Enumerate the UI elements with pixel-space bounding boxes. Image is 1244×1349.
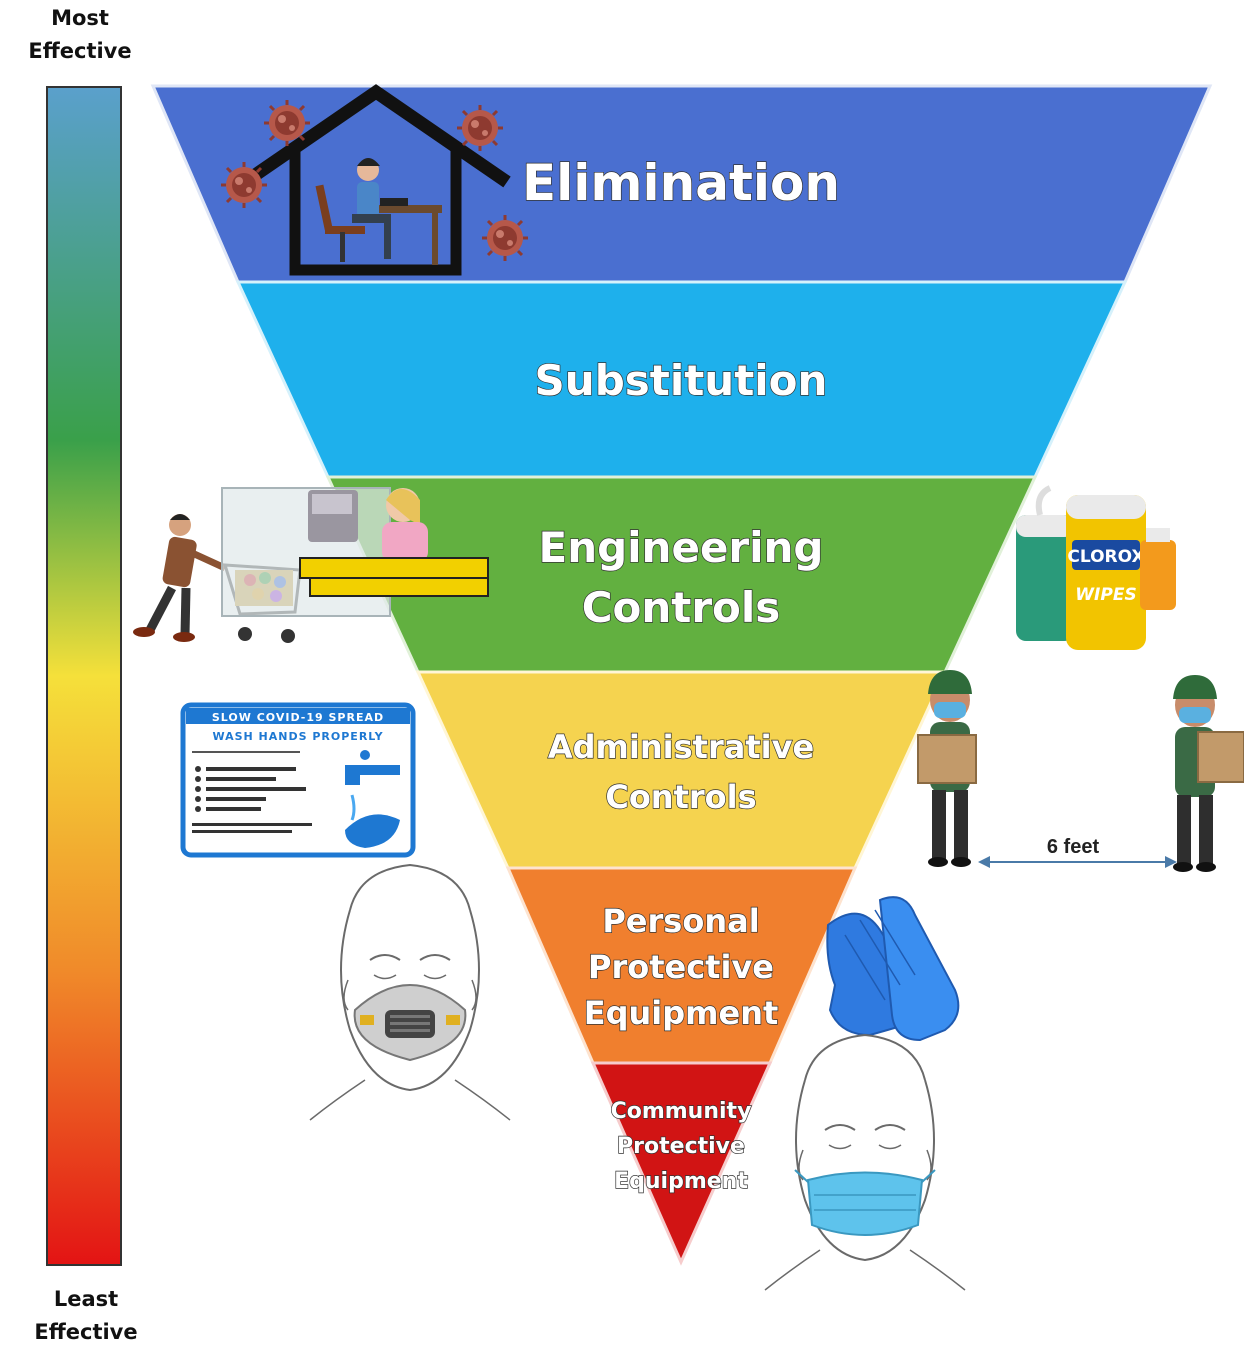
- most-effective-label: Most Effective: [28, 6, 132, 63]
- wipes-product-label: WIPES: [1075, 585, 1136, 605]
- effectiveness-gradient-bar: [46, 86, 122, 1266]
- checkout-shield-illustration: [133, 487, 489, 643]
- sign-header-text: SLOW COVID-19 SPREAD: [212, 711, 384, 724]
- virus-icon: [480, 213, 530, 263]
- wipes-brand-label: CLOROX: [1067, 547, 1144, 567]
- label-ppe-line1: Personal: [602, 902, 759, 940]
- virus-icon: [262, 98, 312, 148]
- hand-washing-sign: SLOW COVID-19 SPREAD WASH HANDS PROPERLY: [180, 702, 416, 858]
- cloth-mask-face-illustration: [764, 1034, 966, 1291]
- level-labels: Elimination Substitution Engineering Con…: [521, 153, 840, 1194]
- sign-title-text: WASH HANDS PROPERLY: [212, 730, 383, 743]
- label-community-line1: Community: [611, 1099, 752, 1124]
- label-community-line2: Protective: [617, 1134, 745, 1159]
- level-administrative-band: [415, 670, 948, 870]
- pyramid-levels: [150, 84, 1213, 1266]
- label-administrative-line2: Controls: [605, 778, 756, 816]
- label-elimination: Elimination: [522, 154, 840, 212]
- gloves-illustration: [826, 896, 960, 1042]
- disinfecting-wipes-illustration: CLOROX WIPES: [1016, 485, 1176, 650]
- label-ppe-line2: Protective: [588, 948, 774, 986]
- label-substitution: Substitution: [535, 356, 828, 405]
- virus-icon: [455, 103, 505, 153]
- label-engineering-line1: Engineering: [539, 523, 824, 572]
- respirator-face-illustration: [309, 864, 511, 1121]
- label-community-line3: Equipment: [614, 1169, 748, 1194]
- label-engineering-line2: Controls: [582, 583, 781, 632]
- face-icon: [764, 1034, 966, 1291]
- label-administrative-line1: Administrative: [548, 728, 814, 766]
- label-ppe-line3: Equipment: [584, 994, 779, 1032]
- social-distancing-illustration: 6 feet: [917, 670, 1244, 872]
- least-effective-label: Least Effective: [34, 1287, 138, 1344]
- distance-label: 6 feet: [1047, 836, 1100, 858]
- level-community-band: [590, 1061, 773, 1266]
- virus-icon: [219, 160, 269, 210]
- work-from-home-illustration: [219, 84, 530, 276]
